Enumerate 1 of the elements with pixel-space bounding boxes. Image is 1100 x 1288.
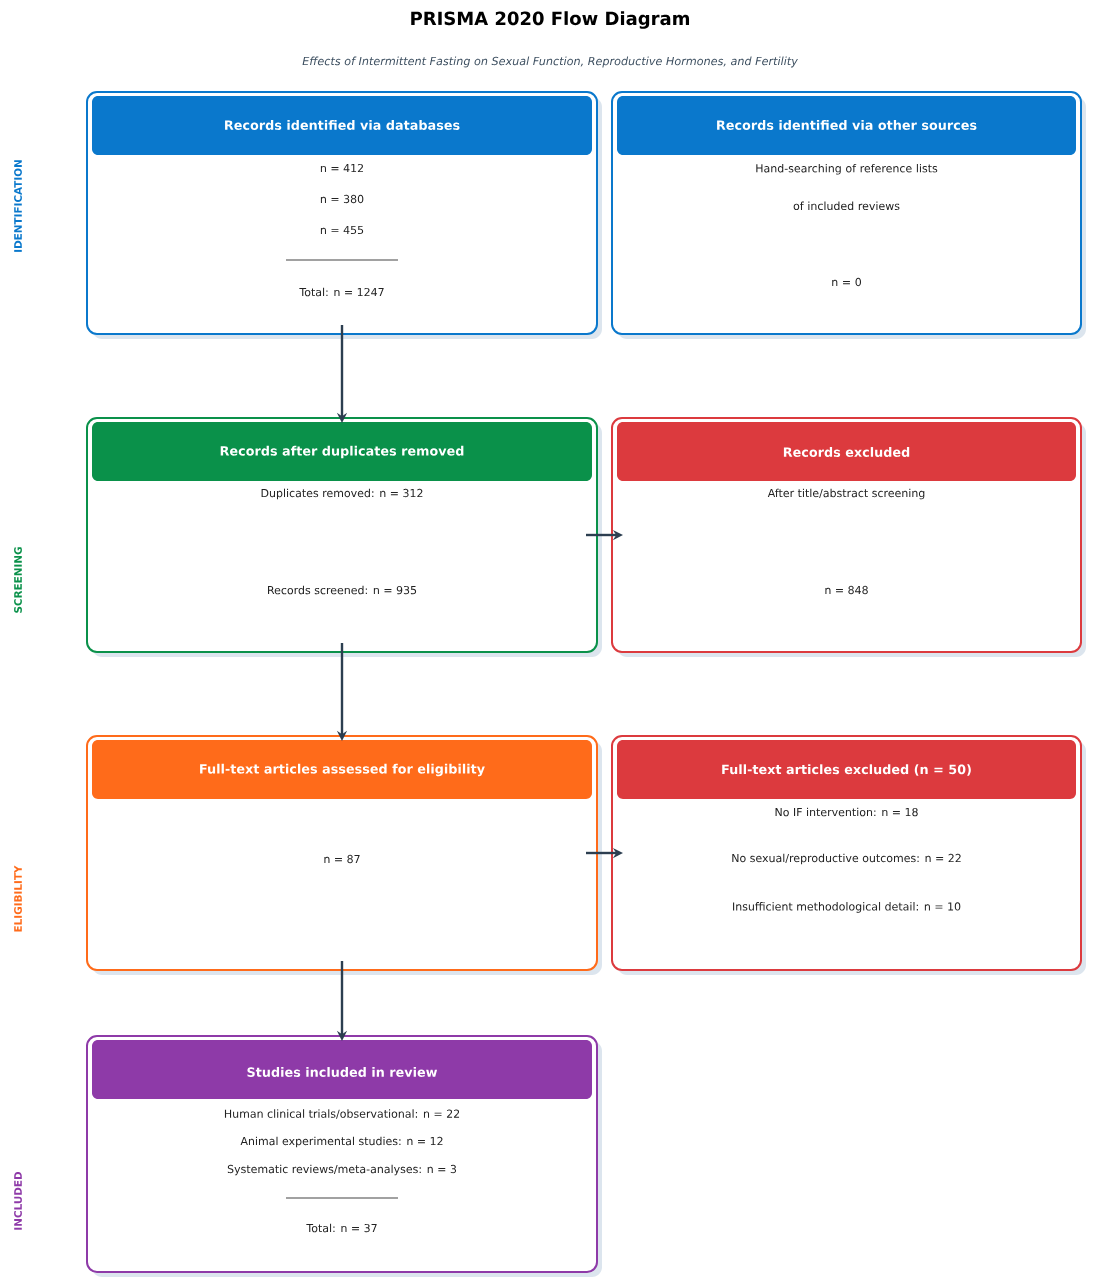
title: PRISMA 2020 Flow Diagram [411,11,689,29]
